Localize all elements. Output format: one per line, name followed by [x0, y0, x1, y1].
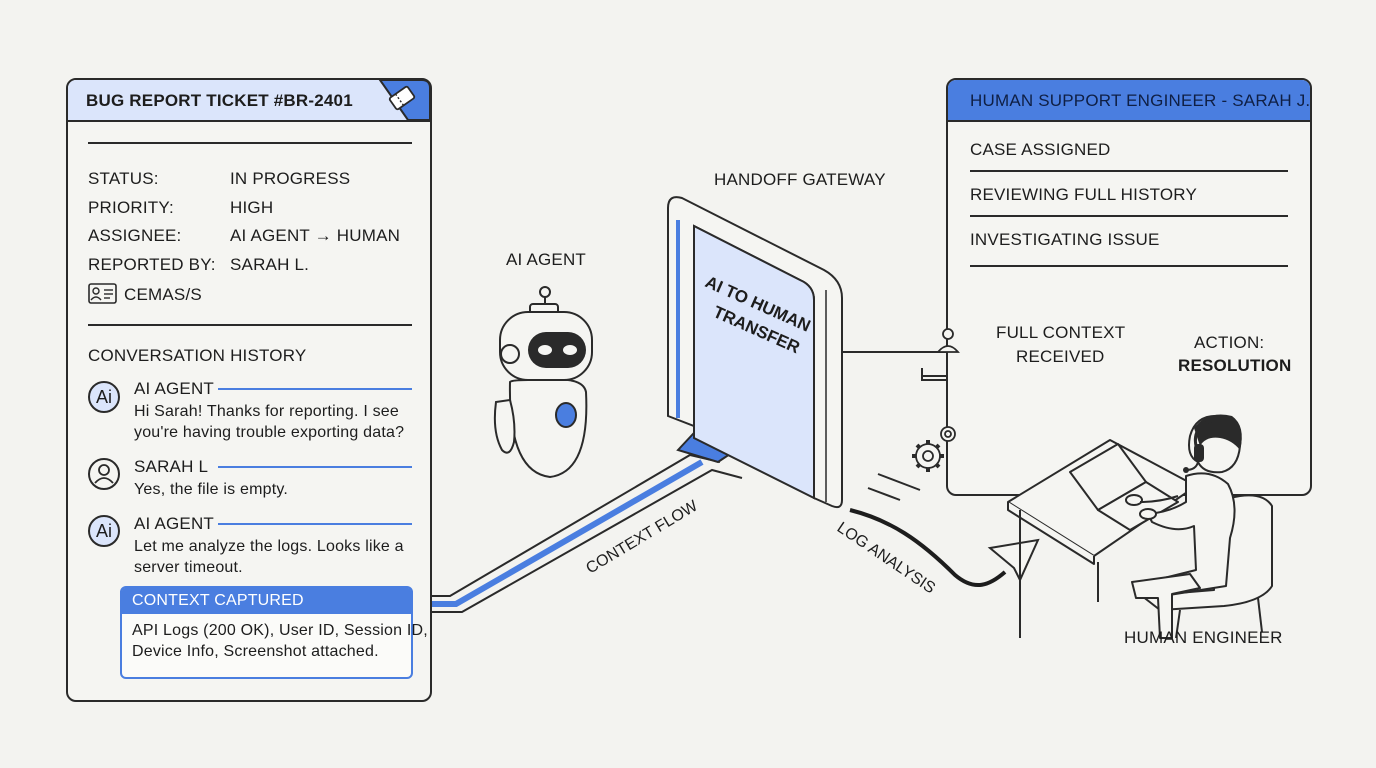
- robot-icon: [493, 286, 593, 479]
- person-connector-icon: [936, 328, 960, 353]
- action-value: RESOLUTION: [1178, 356, 1292, 375]
- field-value-reported-by: SARAH L.: [230, 255, 310, 274]
- message-text: Yes, the file is empty.: [134, 481, 289, 498]
- field-label-status: STATUS:: [88, 169, 159, 188]
- context-captured-box: CONTEXT CAPTURED API Logs (200 OK), User…: [120, 586, 428, 679]
- full-context-line-1: FULL CONTEXT: [996, 323, 1126, 342]
- engineer-step: CASE ASSIGNED: [970, 140, 1111, 159]
- message-text: Hi Sarah! Thanks for reporting. I see: [134, 403, 400, 420]
- engineer-step: REVIEWING FULL HISTORY: [970, 185, 1198, 204]
- action-label: ACTION:: [1194, 333, 1265, 352]
- handoff-gateway-label: HANDOFF GATEWAY: [714, 170, 886, 189]
- message-sender: SARAH L: [134, 457, 209, 476]
- message-sender: AI AGENT: [134, 379, 215, 398]
- ticket-icon: [378, 79, 431, 120]
- context-captured-text: API Logs (200 OK), User ID, Session ID,: [132, 622, 428, 639]
- human-engineer-label: HUMAN ENGINEER: [1124, 628, 1283, 647]
- log-analysis-label: LOG ANALYSIS: [834, 519, 938, 597]
- conversation-history-title: CONVERSATION HISTORY: [88, 346, 307, 365]
- human-engineer-illustration: [1007, 414, 1273, 639]
- ai-agent-avatar: Ai: [88, 381, 120, 413]
- message-text: server timeout.: [134, 559, 243, 576]
- field-label-reported-by: REPORTED BY:: [88, 255, 216, 274]
- ticket-title: BUG REPORT TICKET #BR-2401: [86, 91, 353, 110]
- engineer-step: INVESTIGATING ISSUE: [970, 230, 1160, 249]
- message-text: you're having trouble exporting data?: [134, 424, 405, 441]
- gears-icon: [912, 426, 956, 472]
- reporter-id: CEMAS/S: [124, 285, 202, 304]
- context-captured-text: Device Info, Screenshot attached.: [132, 643, 379, 660]
- context-flow-label: CONTEXT FLOW: [583, 497, 701, 577]
- human-support-engineer-panel: HUMAN SUPPORT ENGINEER - SARAH J. CASE A…: [946, 78, 1312, 496]
- ai-agent-avatar: Ai: [88, 515, 120, 547]
- message-text: Let me analyze the logs. Looks like a: [134, 538, 404, 555]
- ai-agent-label: AI AGENT: [506, 250, 587, 269]
- field-value-assignee: AI AGENT → HUMAN: [230, 226, 401, 245]
- field-label-assignee: ASSIGNEE:: [88, 226, 182, 245]
- message-sender: AI AGENT: [134, 514, 215, 533]
- ticket-header: BUG REPORT TICKET #BR-2401: [68, 79, 431, 122]
- field-label-priority: PRIORITY:: [88, 198, 174, 217]
- user-avatar: [88, 458, 120, 490]
- user-icon: [94, 464, 114, 484]
- engineer-panel-title: HUMAN SUPPORT ENGINEER - SARAH J.: [970, 91, 1311, 110]
- id-card-icon: [88, 283, 117, 304]
- field-value-priority: HIGH: [230, 198, 274, 217]
- field-value-status: IN PROGRESS: [230, 169, 351, 188]
- full-context-line-2: RECEIVED: [1016, 347, 1105, 366]
- handoff-gateway: AI TO HUMAN TRANSFER: [667, 196, 843, 509]
- context-captured-title: CONTEXT CAPTURED: [132, 592, 304, 609]
